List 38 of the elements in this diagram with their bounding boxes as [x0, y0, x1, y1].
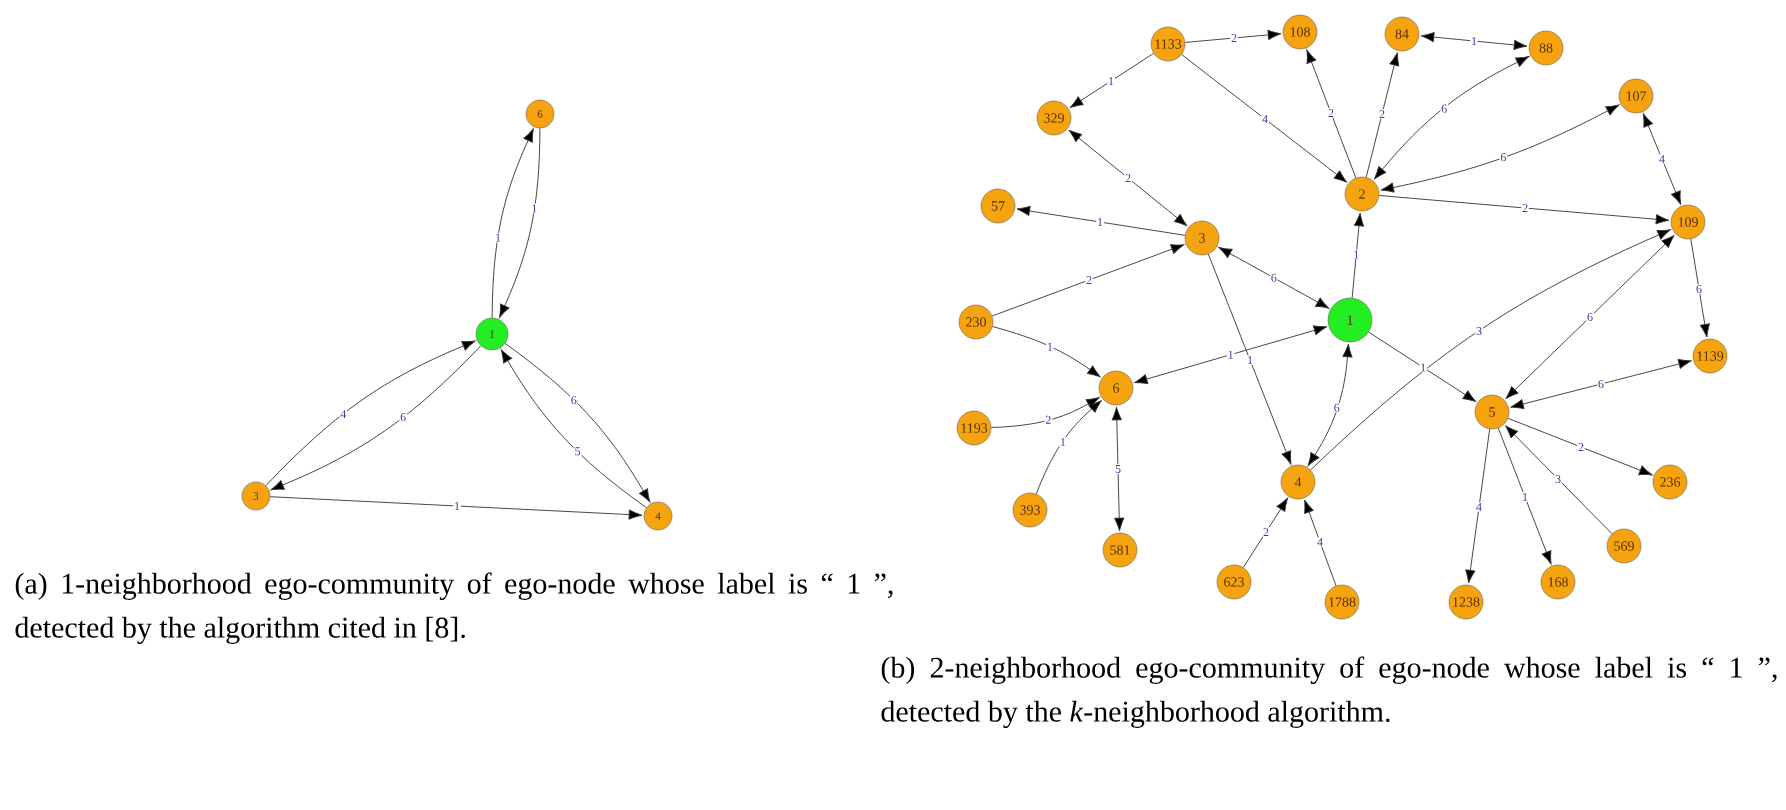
arrow: [1365, 52, 1400, 178]
arrow: [1373, 56, 1530, 180]
arrow: [1111, 406, 1125, 532]
arrow: [1068, 129, 1188, 227]
arrow: [1351, 212, 1365, 299]
arrow: [1304, 499, 1337, 587]
arrow: [1218, 246, 1330, 309]
caption: (a) 1-neighborhood ego-community of ego-node whose label is “ 1 ”, detected by the algorithm cited in [8].: [15, 572, 893, 644]
arrow: [1642, 113, 1682, 205]
arrow: [1465, 428, 1491, 584]
arrow: [992, 326, 1101, 378]
arrow: [1378, 195, 1670, 225]
arrow: [1310, 229, 1671, 471]
arrow: [1420, 31, 1528, 51]
arrow: [1134, 325, 1328, 385]
arrow: [1184, 29, 1282, 43]
caption: (b) 2-neighborhood ego-community of ego-node whose label is “ 1 ”, detected by the k-neighborhood algorithm.: [881, 656, 1777, 728]
arrow: [1306, 49, 1357, 179]
arrow: [491, 128, 534, 319]
arrow: [269, 496, 643, 520]
arrow: [1207, 253, 1292, 465]
arrow: [1505, 425, 1613, 535]
arrow: [1510, 358, 1692, 410]
arrow: [1016, 205, 1186, 236]
arrow: [1507, 417, 1653, 476]
arrow: [1368, 331, 1477, 402]
arrow: [1690, 238, 1710, 338]
arrow: [1497, 427, 1552, 565]
arrow: [991, 244, 1185, 317]
arrow: [1505, 234, 1675, 400]
arrow: [499, 127, 541, 318]
arrow: [1380, 104, 1620, 193]
arrow: [1307, 343, 1353, 467]
arrow: [1181, 54, 1348, 183]
arrow: [1242, 497, 1289, 568]
arrow: [1035, 400, 1102, 495]
arrow: [990, 397, 1100, 428]
arrow: [1069, 53, 1154, 108]
